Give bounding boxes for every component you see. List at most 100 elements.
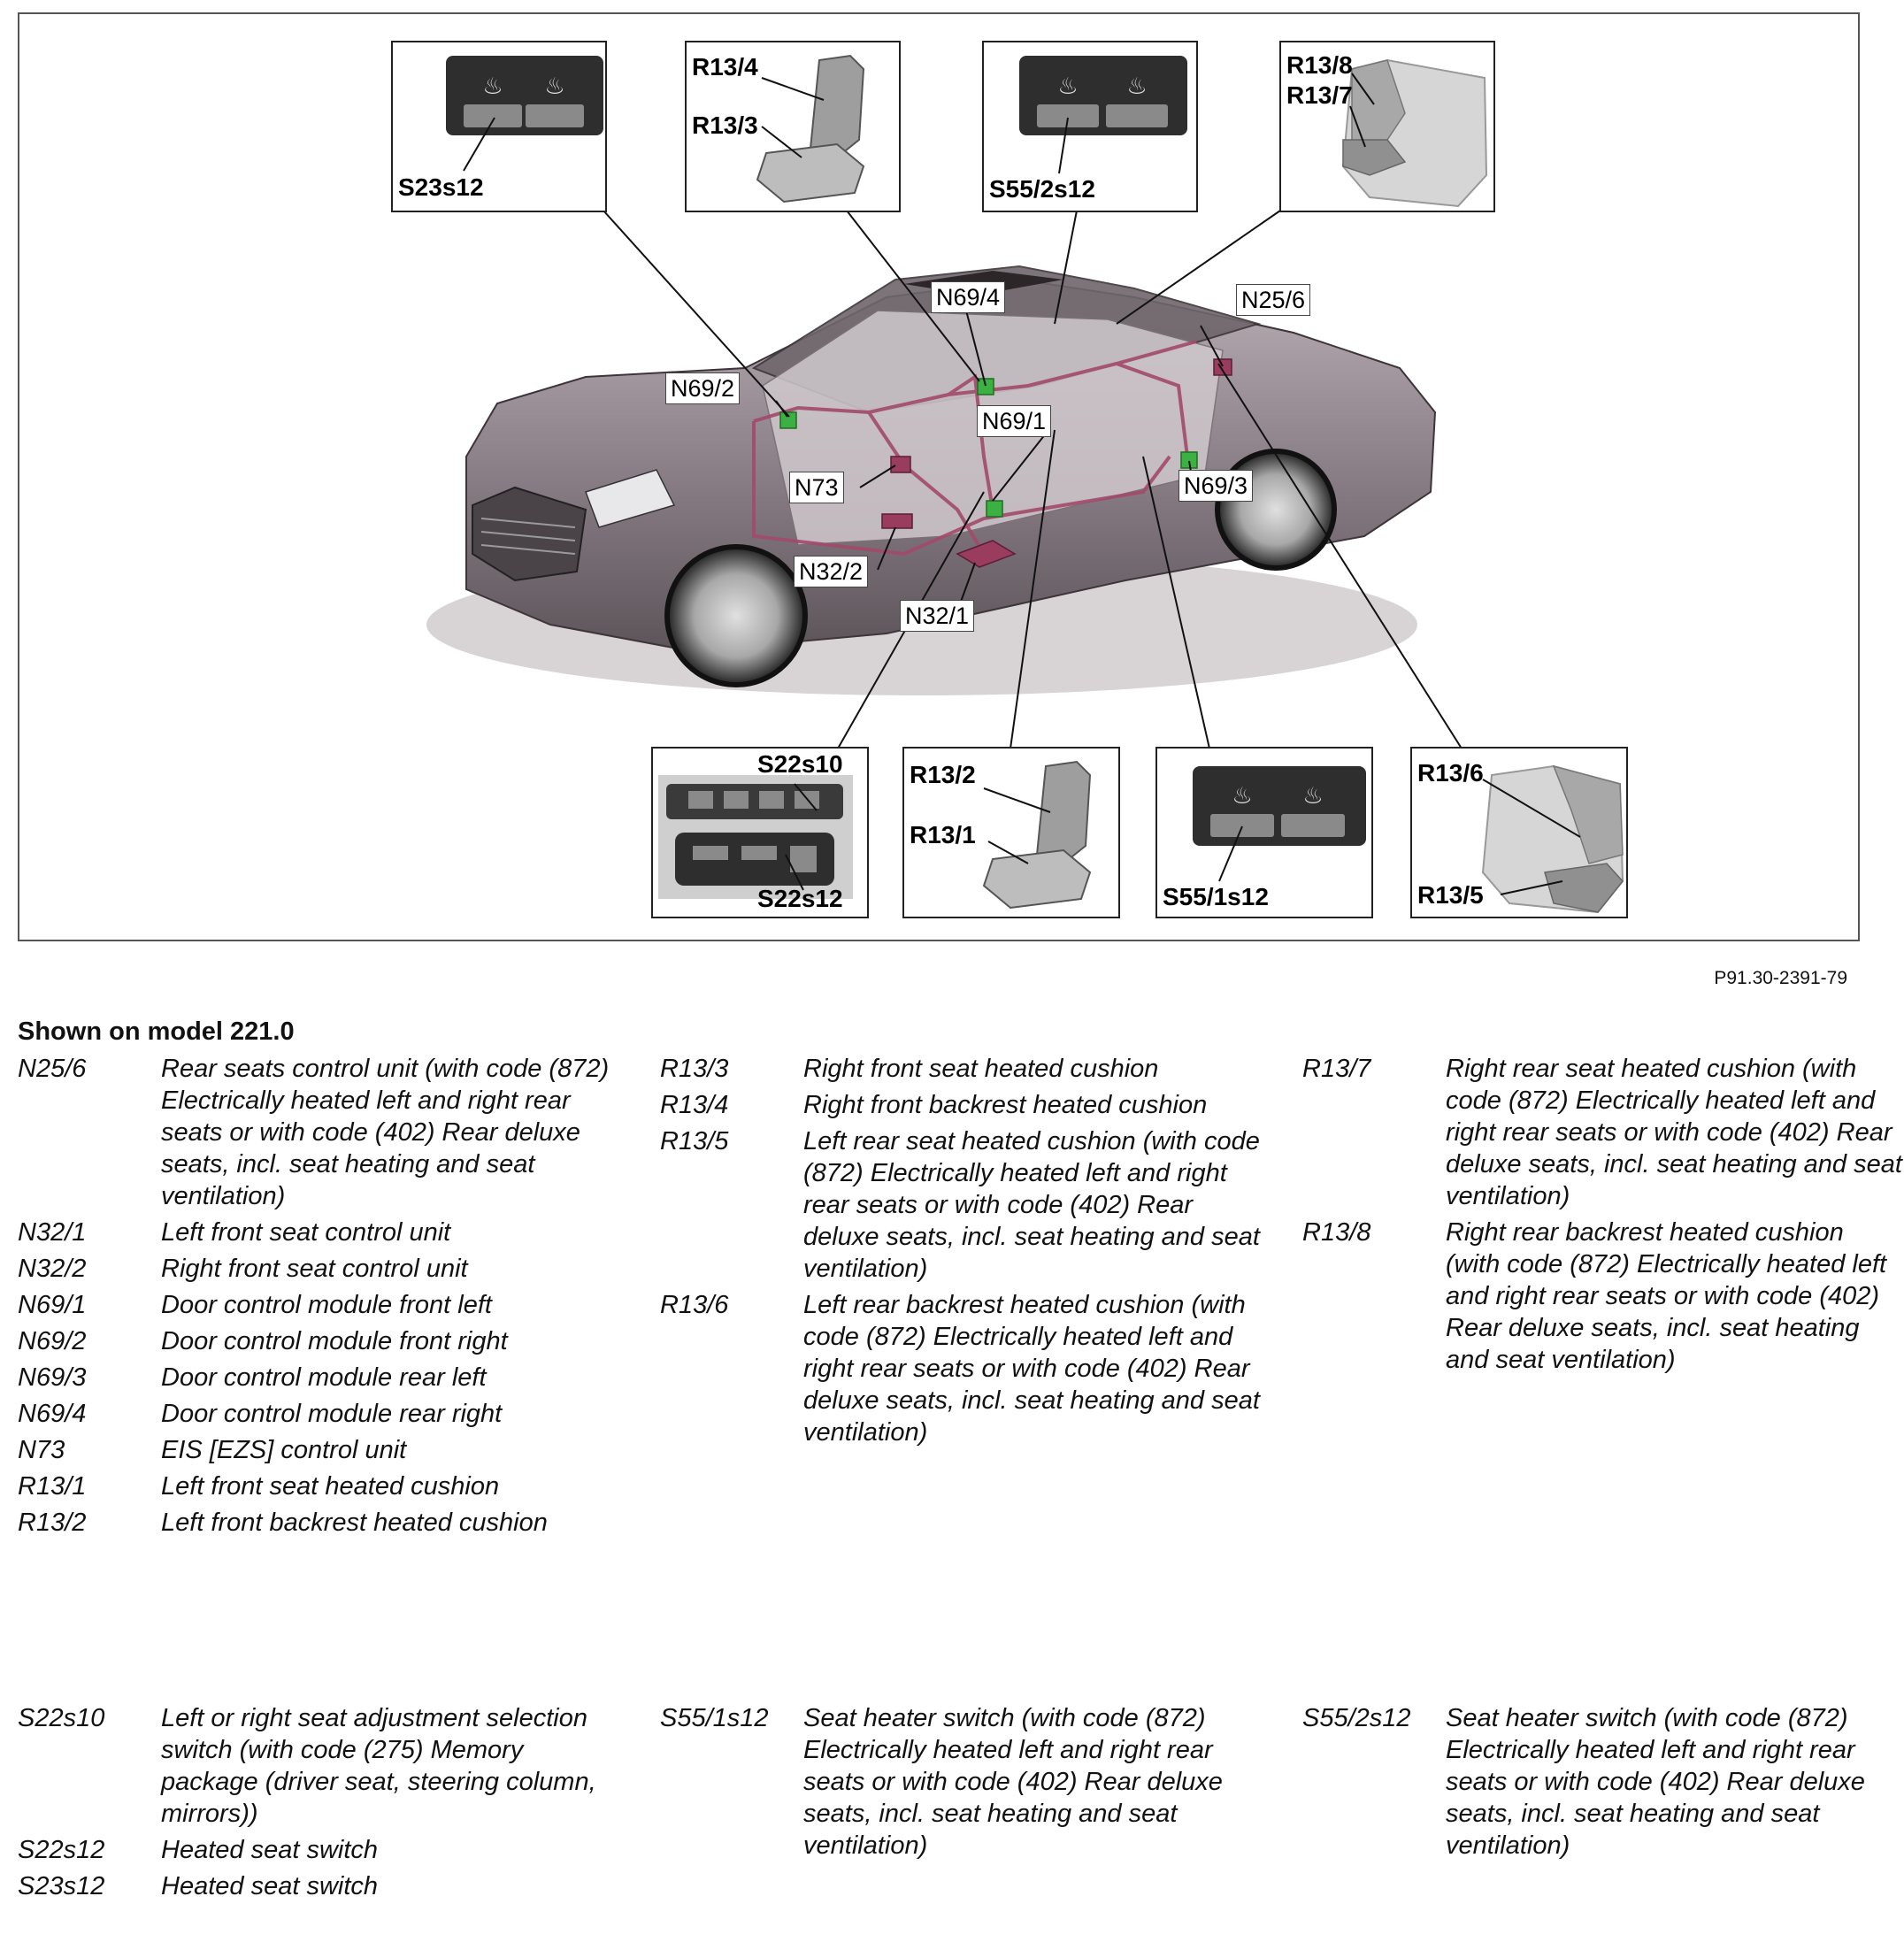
legend-entry: S22s12 Heated seat switch: [18, 1834, 619, 1866]
inset-r13-4-r13-3: R13/4 R13/3: [685, 41, 901, 212]
legend-entry-description: Left rear seat heated cushion (with code…: [803, 1127, 1260, 1283]
inset-label-s55-2s12: S55/2s12: [989, 175, 1095, 203]
legend-entry: R13/8 Right rear backrest heated cushion …: [1302, 1217, 1904, 1376]
legend-entry-code: N32/2: [18, 1255, 87, 1283]
legend-entry-code: S22s10: [18, 1704, 105, 1732]
inset-label-s55-1s12: S55/1s12: [1163, 883, 1269, 910]
legend-entry: N32/2 Right front seat control unit: [18, 1253, 619, 1285]
headlight: [585, 469, 676, 528]
legend-entry-description: Right rear backrest heated cushion (with…: [1446, 1218, 1887, 1374]
legend-entry-description: Left front backrest heated cushion: [161, 1509, 548, 1537]
legend-entry-description: Door control module front left: [161, 1291, 492, 1319]
legend-entry: R13/1 Left front seat heated cushion: [18, 1470, 619, 1502]
callout-n25-6: N25/6: [1236, 284, 1311, 316]
legend-entry-description: Left front seat heated cushion: [161, 1472, 500, 1501]
legend-entry-code: R13/3: [660, 1055, 729, 1083]
front-wheel: [664, 544, 808, 687]
callout-n69-1: N69/1: [977, 405, 1052, 437]
legend-entry-description: Heated seat switch: [161, 1872, 379, 1900]
inset-label-r13-5: R13/5: [1417, 881, 1484, 909]
inset-s23s12: ♨ ♨ S23s12: [391, 41, 607, 212]
inset-label-r13-2: R13/2: [910, 761, 976, 788]
callout-n69-2: N69/2: [665, 372, 741, 404]
legend-entry-code: S55/2s12: [1302, 1704, 1411, 1732]
legend-entry-description: Right front seat control unit: [161, 1255, 468, 1283]
callout-n69-3: N69/3: [1178, 470, 1254, 502]
legend-entry-description: Door control module rear right: [161, 1400, 503, 1428]
rear-wheel: [1215, 449, 1337, 571]
legend-column-3: R13/7 Right rear seat heated cushion (wit…: [1302, 1053, 1904, 1380]
legend-entry-code: N69/2: [18, 1327, 87, 1355]
legend-entry-description: EIS [EZS] control unit: [161, 1436, 407, 1464]
svg-text:♨: ♨: [482, 73, 503, 100]
legend-entry-description: Right rear seat heated cushion (with cod…: [1446, 1055, 1902, 1210]
legend-entry: S23s12 Heated seat switch: [18, 1870, 619, 1902]
legend-entry-code: R13/7: [1302, 1055, 1371, 1083]
legend-entry: N69/4 Door control module rear right: [18, 1398, 619, 1430]
legend-entry: S22s10 Left or right seat adjustment sele…: [18, 1702, 619, 1830]
front-grille: [472, 486, 587, 582]
left-front-seat-graphic: [982, 760, 1092, 910]
control-unit-markers: [881, 358, 1232, 568]
legend-entry-description: Door control module front right: [161, 1327, 508, 1355]
legend-entry-code: N32/1: [18, 1218, 87, 1247]
inset-label-r13-1: R13/1: [910, 821, 976, 848]
legend-entry: R13/2 Left front backrest heated cushion: [18, 1507, 619, 1539]
component-location-diagram: N69/4 N25/6 N69/2 N69/1 N73 N69/3 N32/2 …: [18, 12, 1860, 941]
legend-entry-code: N69/1: [18, 1291, 87, 1319]
inset-s55-1s12: ♨ ♨ S55/1s12: [1155, 747, 1373, 918]
heated-seat-switch-graphic: ♨ ♨: [446, 56, 603, 172]
inset-r13-6-r13-5: R13/6 R13/5: [1410, 747, 1628, 918]
inset-label-s22s12: S22s12: [757, 885, 843, 912]
inset-label-r13-6: R13/6: [1417, 759, 1484, 787]
legend-entry-code: R13/1: [18, 1472, 87, 1501]
legend-entry-description: Door control module rear left: [161, 1363, 487, 1392]
legend-entry-code: S55/1s12: [660, 1704, 769, 1732]
front-seat-graphic: [756, 54, 865, 203]
inset-label-r13-4: R13/4: [692, 53, 758, 81]
callout-n32-2: N32/2: [794, 556, 869, 587]
legend-entry-description: Right front backrest heated cushion: [803, 1091, 1208, 1119]
svg-text:♨: ♨: [1057, 73, 1078, 100]
legend-entry-code: R13/6: [660, 1291, 729, 1319]
legend-entry-description: Left or right seat adjustment selection …: [161, 1704, 596, 1828]
svg-text:♨: ♨: [544, 73, 564, 100]
left-rear-seat-graphic: [1481, 764, 1624, 914]
legend-entry-code: N69/4: [18, 1400, 87, 1428]
legend-entry-description: Left rear backrest heated cushion (with …: [803, 1291, 1260, 1447]
legend-entry: N69/1 Door control module front left: [18, 1289, 619, 1321]
svg-text:♨: ♨: [1302, 783, 1323, 810]
legend-heading: Shown on model 221.0: [18, 1017, 295, 1046]
legend-entry: N69/2 Door control module front right: [18, 1325, 619, 1357]
legend-entry-description: Heated seat switch: [161, 1836, 379, 1864]
door-switch-panel-graphic: [658, 775, 853, 899]
legend-entry: R13/6 Left rear backrest heated cushion (…: [660, 1289, 1262, 1448]
legend-entry-code: S23s12: [18, 1872, 105, 1900]
legend-entry-code: R13/2: [18, 1509, 87, 1537]
inset-r13-8-r13-7: R13/8 R13/7: [1279, 41, 1495, 212]
svg-text:♨: ♨: [1126, 73, 1147, 100]
legend-entry-code: R13/5: [660, 1127, 729, 1155]
legend-entry: R13/7 Right rear seat heated cushion (wit…: [1302, 1053, 1904, 1212]
module-markers: [779, 378, 1198, 518]
inset-s55-2s12: ♨ ♨ S55/2s12: [982, 41, 1198, 212]
inset-r13-2-r13-1: R13/2 R13/1: [902, 747, 1120, 918]
wiring-harness: [752, 340, 1197, 557]
inset-label-r13-3: R13/3: [692, 111, 758, 139]
legend-entry-code: S22s12: [18, 1836, 105, 1864]
legend-entry-description: Rear seats control unit (with code (872)…: [161, 1055, 610, 1210]
legend-entry-code: R13/8: [1302, 1218, 1371, 1247]
inset-label-s23s12: S23s12: [398, 173, 484, 201]
callout-n69-4: N69/4: [931, 281, 1006, 313]
inset-label-s22s10: S22s10: [757, 750, 843, 778]
rear-seat-graphic: [1341, 58, 1488, 208]
